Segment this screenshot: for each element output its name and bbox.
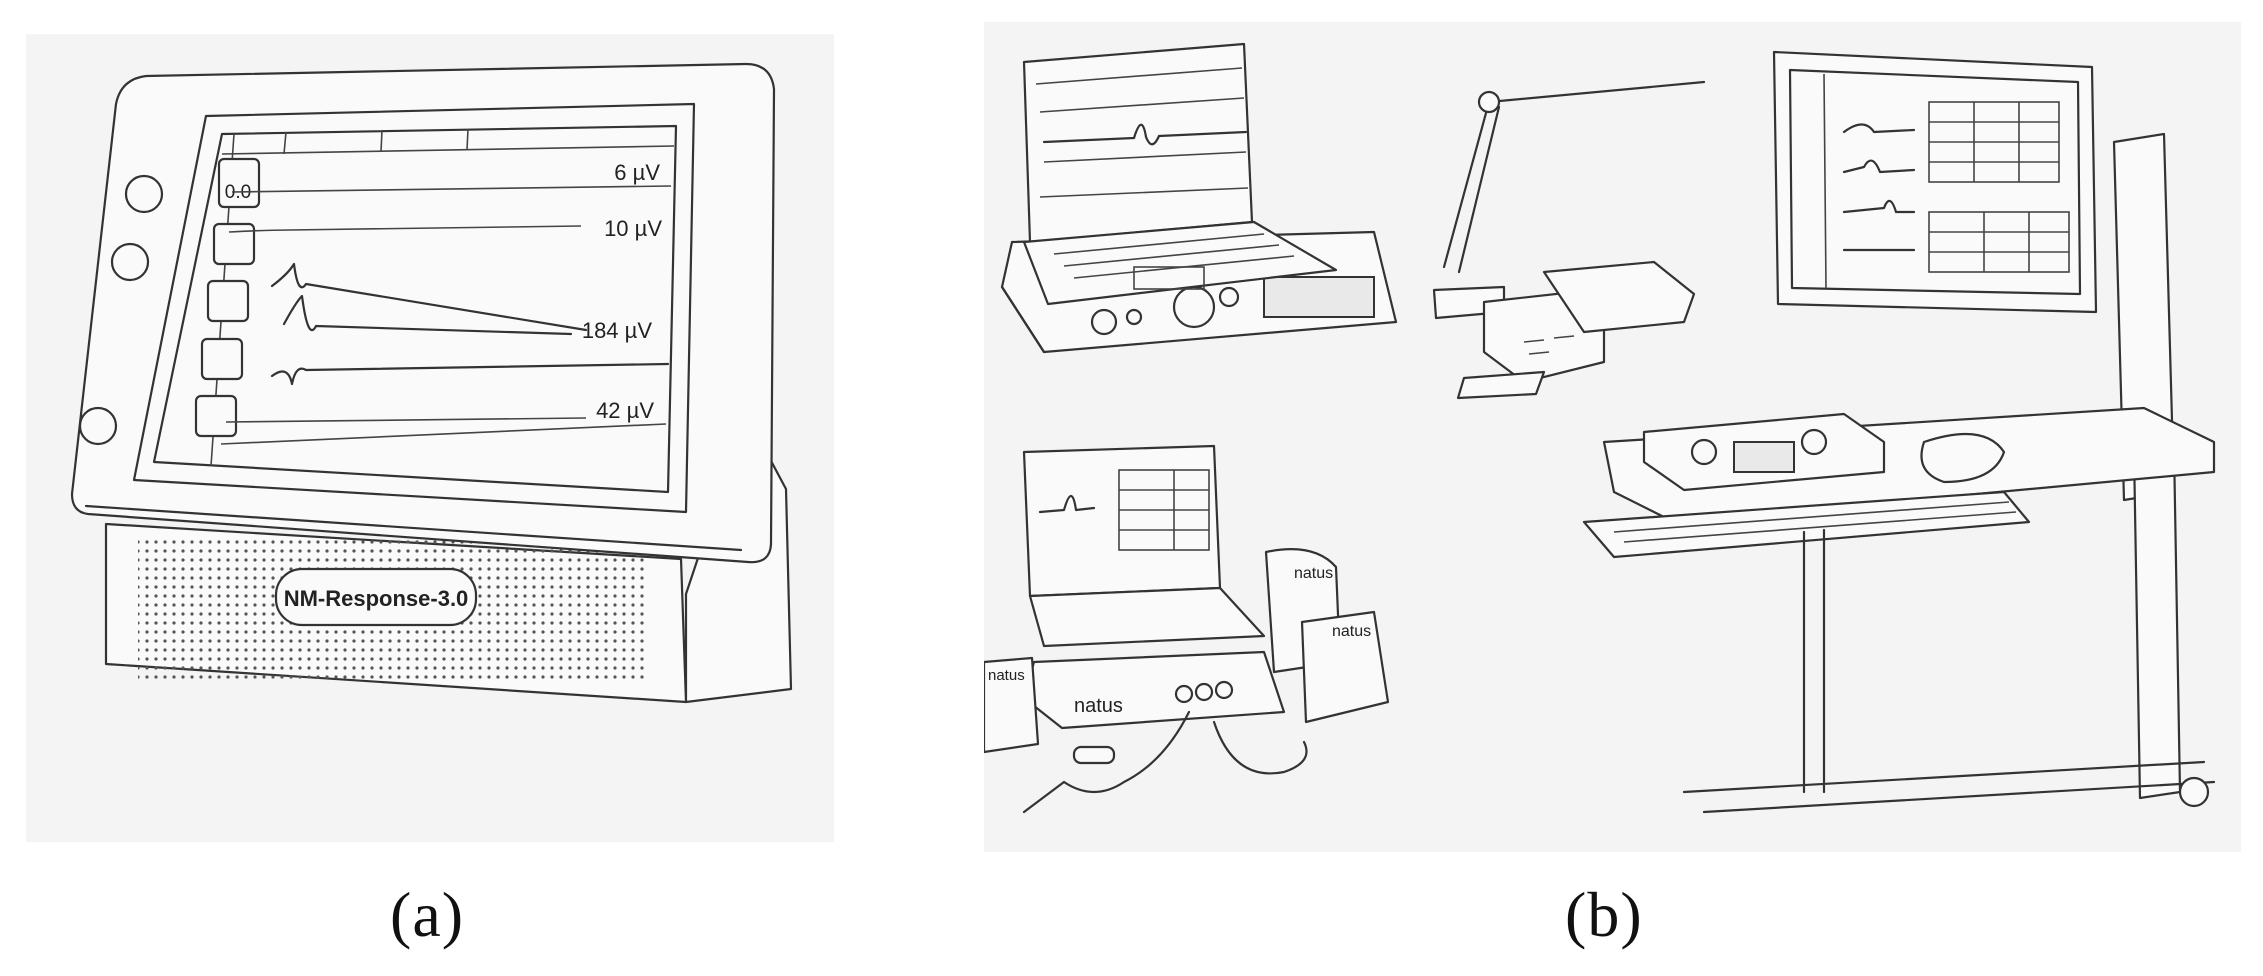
waveform-3 [270,362,670,386]
channel-2-amplitude: 10 µV [604,216,662,241]
channel-3-amplitude: 184 µV [582,318,652,343]
laptop-1-waveform [1042,123,1248,146]
screen-display [152,124,678,494]
laptop-2-keyboard [1028,586,1266,648]
svg-text:natus: natus [988,667,1025,684]
knob-3 [78,406,118,446]
cart-workstation [1442,50,2216,814]
console-keypad [1263,276,1375,318]
laptop-workstation-1 [1000,42,1398,354]
natus-side-module [984,656,1040,754]
laptop-1-screen [1022,42,1254,244]
svg-text:natus: natus [1294,565,1333,582]
knob-2 [110,242,150,282]
screen-button-3 [206,279,250,323]
natus-module-b [1300,610,1390,724]
svg-text:natus: natus [1074,695,1123,717]
console-dial [1172,285,1216,329]
emg-systems-drawing: natus natus natus natus [984,42,2216,814]
screen-button-5 [194,394,238,438]
waveform-1 [270,262,588,332]
cart-monitor-traces [1842,123,1916,252]
monitor-arm [1442,80,1706,274]
stimulator-probe [1072,745,1116,765]
svg-text:natus: natus [1332,623,1371,640]
panel-a-illustration: NM-Response-3.0 0.0 6 µV 10 µV 184 µV [26,34,834,842]
probe-cable [1022,710,1308,814]
channel-4-amplitude: 42 µV [596,398,654,423]
stimulator-top [1542,260,1696,334]
waveform-2 [282,294,573,336]
laptop-1-keyboard [1022,220,1338,306]
screen-button-4 [200,337,244,381]
channel-1-amplitude: 6 µV [614,160,660,185]
natus-base-unit [1022,650,1286,730]
panel-b-illustration: natus natus natus natus [984,22,2241,852]
caption-b: (b) [1565,879,1643,950]
stimulator-unit [1432,260,1696,400]
cart-column-lower [2132,446,2182,800]
device-label-plate [274,567,478,627]
knob-1 [124,174,164,214]
screen-button-2 [212,222,256,266]
laptop-workstation-2: natus natus natus natus [984,444,1390,814]
screen-button-readout [217,157,261,209]
cart-legs [1682,528,2216,814]
emg-monitor-drawing: NM-Response-3.0 0.0 6 µV 10 µV 184 µV [70,62,793,704]
laptop-2-screen [1022,444,1222,598]
device-label: NM-Response-3.0 [284,586,469,611]
caption-a: (a) [390,879,465,950]
cart-mouse [1920,432,2006,484]
